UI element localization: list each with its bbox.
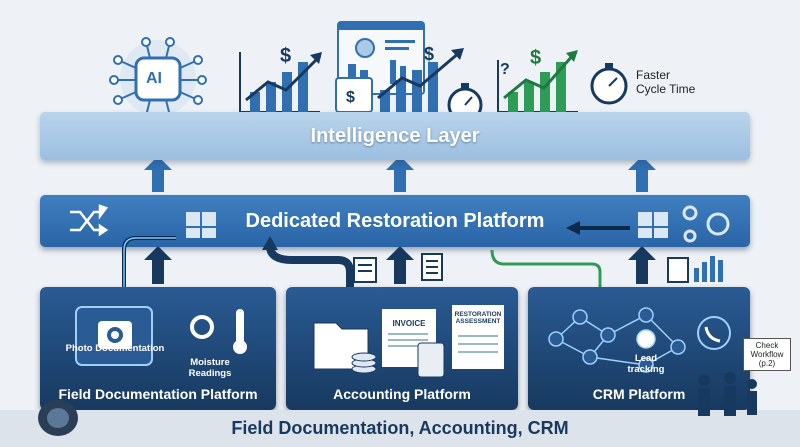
thermometer-icon [233, 309, 247, 354]
ai-chip-icon [109, 37, 207, 117]
faster-cycle-time-label: Faster Cycle Time [636, 68, 696, 96]
ai-label: AI [146, 70, 162, 87]
svg-text:$: $ [346, 89, 355, 106]
green-growth-chart-icon: ? $ [497, 47, 578, 113]
intelligence-layer-bar: Intelligence Layer [40, 112, 750, 160]
invoice-label: INVOICE [392, 319, 426, 328]
up-arrow-icons [144, 156, 656, 192]
svg-text:$: $ [424, 44, 434, 64]
gear-icon [190, 315, 214, 339]
camera-tablet-icon [75, 306, 153, 366]
crm-platform-title: CRM Platform [592, 386, 686, 402]
svg-text:$: $ [530, 47, 541, 69]
svg-text:$: $ [280, 45, 291, 67]
growth-chart-icon: $ [377, 44, 464, 112]
stopwatch-icon [590, 63, 628, 105]
footer-caption: Field Documentation, Accounting, CRM [231, 418, 569, 438]
footer-band: Field Documentation, Accounting, CRM [0, 410, 800, 447]
restoration-platform-bar: Dedicated Restoration Platform [40, 195, 750, 247]
assessment-doc-icon [452, 305, 504, 369]
check-workflow-card[interactable]: Check Workflow (p.2) [743, 338, 791, 371]
coins-icon [351, 352, 377, 374]
network-icon [548, 307, 686, 373]
restoration-platform-label: Dedicated Restoration Platform [245, 210, 545, 232]
growth-chart-icon: $ [239, 45, 322, 113]
field-documentation-title: Field Documentation Platform [58, 386, 258, 402]
phone-icon [697, 316, 731, 350]
invoice-icon [382, 309, 436, 367]
dashboard-window-icon: $ [335, 21, 425, 113]
photo-documentation-label: Photo Documentation [65, 343, 165, 354]
intelligence-layer-label: Intelligence Layer [310, 125, 480, 147]
calculator-icon [417, 342, 445, 378]
accounting-platform-title: Accounting Platform [333, 386, 471, 402]
svg-text:?: ? [500, 61, 510, 78]
